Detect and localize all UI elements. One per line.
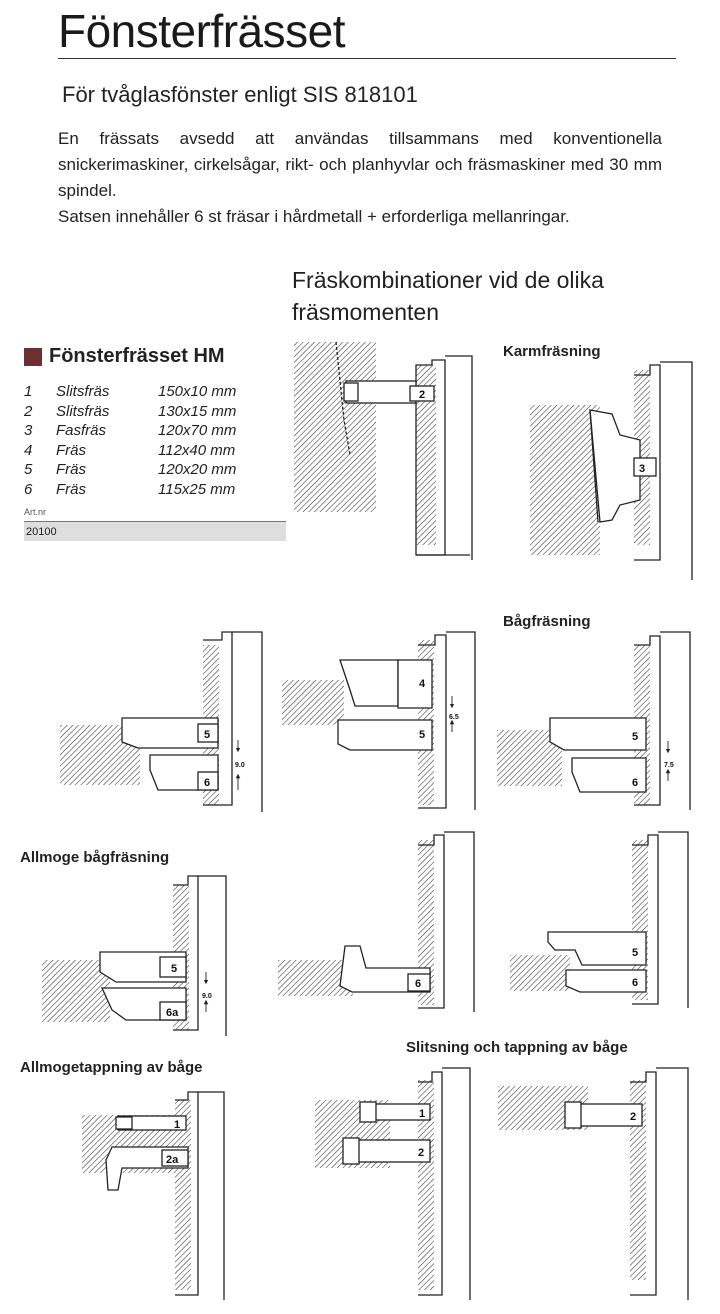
cutter-type: Slitsfräs — [56, 402, 110, 420]
diagram-6-cutter-a-label: 5 — [171, 963, 177, 975]
cutter-item: 4 Fräs 112x40 mm — [24, 441, 286, 461]
cutter-item: 6 Fräs 115x25 mm — [24, 480, 286, 500]
section-label-allmogetappning: Allmogetappning av båge — [20, 1059, 203, 1076]
diagram-bag-3: 5 6 7.5 — [497, 631, 691, 810]
section-label-allmoge-bagfrasning: Allmoge bågfräsning — [20, 849, 170, 866]
diagram-9-cutter-a-label: 1 — [174, 1119, 180, 1131]
diagram-3-gap-label: 9.0 — [235, 762, 245, 769]
diagram-5-gap-label: 7.5 — [664, 762, 674, 769]
diagram-8-cutter-a-label: 5 — [632, 947, 638, 959]
diagram-10-cutter-b-label: 2 — [418, 1147, 424, 1159]
diagram-tappning-1: 1 2a — [82, 1091, 225, 1300]
intro-text: En frässats avsedd att användas tillsamm… — [58, 126, 662, 230]
cutter-number: 6 — [24, 480, 33, 498]
cutter-size: 150x10 mm — [158, 383, 237, 400]
section-label-karmfrasning: Karmfräsning — [503, 343, 601, 360]
diagram-bag-2: 4 5 6.5 — [282, 631, 476, 810]
cutter-type: Fräs — [56, 461, 86, 478]
diagram-4-gap-label: 6.5 — [449, 714, 459, 721]
diagram-11-cutter-label: 2 — [630, 1111, 636, 1123]
combinations-heading: Fräskombinationer vid de olika fräsmomen… — [292, 267, 604, 325]
diagram-6-cutter-b-label: 6a — [166, 1007, 179, 1019]
cutter-size: 130x15 mm — [158, 402, 237, 420]
diagram-1-cutter-label: 2 — [419, 389, 425, 401]
section-label-slitsning: Slitsning och tappning av båge — [406, 1039, 628, 1056]
cutter-item: 5 Fräs 120x20 mm — [24, 460, 286, 480]
diagram-4-cutter-a-label: 4 — [419, 678, 426, 690]
page-subtitle: För tvåglasfönster enligt SIS 818101 — [62, 82, 418, 107]
artnr-label: Art.nr — [24, 507, 47, 517]
cutter-item: 2 Slitsfräs 130x15 mm — [24, 402, 286, 422]
diagram-8-cutter-b-label: 6 — [632, 977, 638, 989]
cutter-item: 1 Slitsfräs 150x10 mm — [24, 382, 286, 402]
diagram-allmoge-3: 5 6 — [510, 831, 689, 1008]
diagram-slitsning-2: 2 — [498, 1067, 689, 1300]
diagram-2-cutter-label: 3 — [639, 463, 645, 475]
diagram-karm-1: 2 — [294, 341, 473, 560]
cutter-type: Fräs — [56, 441, 86, 459]
artnr-value: 20100 — [24, 521, 286, 541]
diagram-7-cutter-label: 6 — [415, 978, 421, 990]
section-label-bagfrasning: Bågfräsning — [503, 613, 591, 630]
kit-heading-label: Fönsterfrässet HM — [49, 345, 225, 367]
diagram-10-cutter-a-label: 1 — [419, 1108, 425, 1120]
cutter-type: Fräs — [56, 480, 86, 498]
diagram-5-cutter-b-label: 6 — [632, 777, 638, 789]
kit-swatch-icon — [24, 347, 42, 366]
cutter-number: 3 — [24, 422, 33, 439]
kit-heading: Fönsterfrässet HM — [24, 345, 286, 368]
diagram-9-cutter-b-label: 2a — [166, 1154, 179, 1166]
diagram-allmoge-1: 5 6a 9.0 — [42, 875, 227, 1036]
intro-paragraph-1: En frässats avsedd att användas tillsamm… — [58, 129, 662, 200]
cutter-size: 120x20 mm — [158, 461, 237, 478]
diagram-karm-2: 3 — [530, 361, 693, 580]
page-title: Fönsterfrässet — [58, 5, 346, 57]
diagram-4-cutter-b-label: 5 — [419, 729, 425, 741]
cutter-size: 112x40 mm — [158, 441, 236, 459]
cutter-size: 115x25 mm — [158, 480, 236, 498]
cutter-item: 3 Fasfräs 120x70 mm — [24, 421, 286, 441]
title-rule — [58, 58, 676, 59]
diagram-slitsning-1: 1 2 — [315, 1067, 471, 1300]
cutter-type: Slitsfräs — [56, 383, 110, 400]
diagram-3-cutter-b-label: 6 — [204, 777, 210, 789]
diagram-allmoge-2: 6 — [278, 831, 475, 1012]
cutter-number: 1 — [24, 383, 33, 400]
cutter-size: 120x70 mm — [158, 422, 237, 439]
diagram-3-cutter-a-label: 5 — [204, 729, 210, 741]
diagram-5-cutter-a-label: 5 — [632, 731, 638, 743]
diagram-bag-1: 5 6 9.0 — [60, 631, 263, 812]
cutter-type: Fasfräs — [56, 422, 107, 439]
cutter-number: 5 — [24, 461, 33, 478]
diagram-6-gap-label: 9.0 — [202, 993, 212, 1000]
cutter-number: 4 — [24, 441, 33, 459]
intro-paragraph-2: Satsen innehåller 6 st fräsar i hårdmeta… — [58, 207, 570, 226]
cutter-number: 2 — [24, 402, 33, 420]
